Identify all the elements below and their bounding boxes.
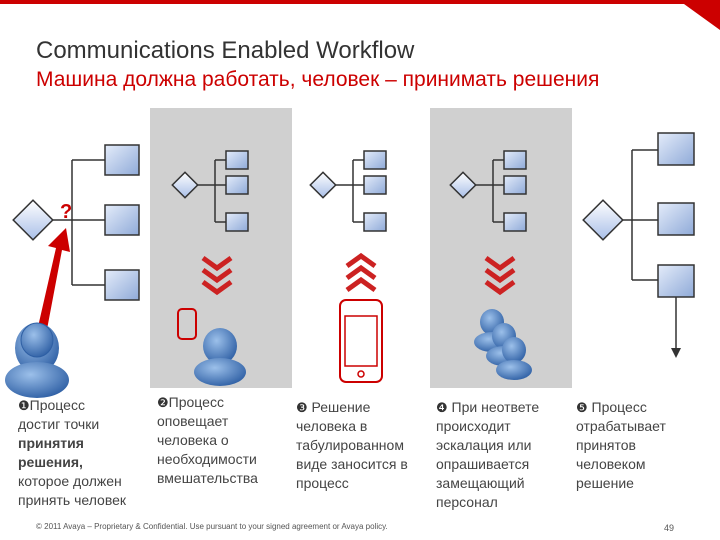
workflow-tree-3 <box>334 159 364 223</box>
task-box <box>657 202 695 236</box>
task-box <box>503 150 527 170</box>
page-subtitle: Машина должна работать, человек – приним… <box>36 68 600 91</box>
task-box <box>657 132 695 166</box>
down-arrow-icon <box>671 348 681 358</box>
task-box <box>503 212 527 232</box>
task-box <box>225 212 249 232</box>
chevron-down-icon <box>201 255 233 296</box>
task-box <box>104 144 140 176</box>
avaya-logo: AVAYA <box>623 4 692 26</box>
page-title: Communications Enabled Workflow <box>36 37 415 64</box>
step-2-text: ❷Процесс оповещает человека о необходимо… <box>157 394 258 486</box>
people-group-icon <box>474 309 532 380</box>
smartphone-icon <box>339 299 383 383</box>
up-arrow-icon <box>35 228 70 340</box>
task-box <box>225 150 249 170</box>
task-box <box>363 175 387 195</box>
workflow-tree-2 <box>196 159 226 223</box>
task-box <box>104 204 140 236</box>
person-icon <box>5 322 69 398</box>
step-5-text: ❺ Процесс отрабатывает принятов человеко… <box>576 399 666 491</box>
decision-diamond-1 <box>12 199 54 241</box>
decision-diamond-4 <box>449 171 477 199</box>
task-box <box>363 150 387 170</box>
task-box <box>225 175 249 195</box>
task-box <box>363 212 387 232</box>
footer-copyright: © 2011 Avaya – Proprietary & Confidentia… <box>36 522 388 531</box>
task-box <box>503 175 527 195</box>
workflow-tree-4 <box>474 159 504 223</box>
step-3-text: ❸ Решение человека в табулированном виде… <box>296 399 408 491</box>
step-1-text: ❶Процесс достиг точки принятия решения, … <box>18 397 127 508</box>
phone-icon <box>177 308 197 340</box>
decision-diamond-3 <box>309 171 337 199</box>
task-box <box>657 264 695 298</box>
person-icon <box>194 328 246 386</box>
task-box <box>104 269 140 301</box>
page-number: 49 <box>664 523 675 533</box>
chevron-up-icon <box>345 252 377 293</box>
step-4-text: ❹ При неответе происходит эскалация или … <box>436 399 540 510</box>
chevron-down-icon <box>484 255 516 296</box>
decision-diamond-5 <box>582 199 624 241</box>
workflow-tree-5 <box>618 149 677 350</box>
question-mark: ? <box>60 201 72 223</box>
decision-diamond-2 <box>171 171 199 199</box>
